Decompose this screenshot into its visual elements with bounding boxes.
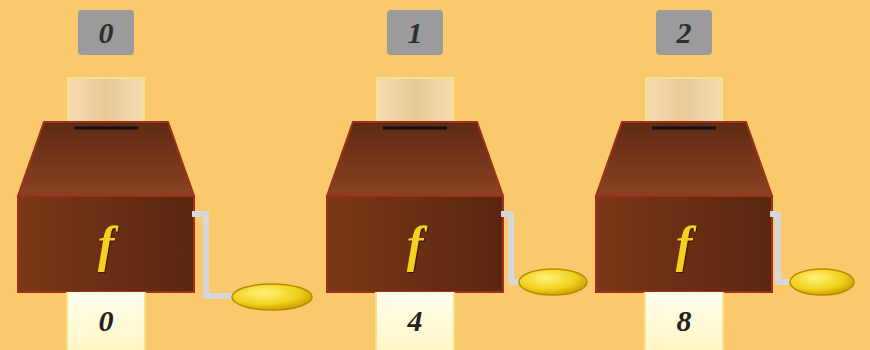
crank-handle	[519, 269, 587, 295]
function-label: f	[676, 215, 693, 273]
crank-handle	[790, 269, 854, 295]
number-label: 0	[99, 16, 114, 50]
number-label: 8	[677, 304, 692, 338]
function-label: f	[407, 215, 424, 273]
function-machine: f	[598, 198, 770, 290]
input-tag: 0	[78, 10, 134, 55]
number-label: 1	[408, 16, 423, 50]
input-tag: 2	[656, 10, 712, 55]
number-label: 0	[99, 304, 114, 338]
function-machine: f	[329, 198, 501, 290]
output-strip: 4	[375, 292, 455, 350]
machine-2	[327, 78, 521, 292]
machine-3	[596, 78, 792, 292]
function-label: f	[98, 215, 115, 273]
crank-handle	[232, 284, 312, 310]
output-strip: 0	[66, 292, 146, 350]
number-label: 2	[677, 16, 692, 50]
output-strip: 8	[644, 292, 724, 350]
function-machine: f	[20, 198, 192, 290]
machine-1	[18, 78, 238, 296]
number-label: 4	[408, 304, 423, 338]
input-tag: 1	[387, 10, 443, 55]
